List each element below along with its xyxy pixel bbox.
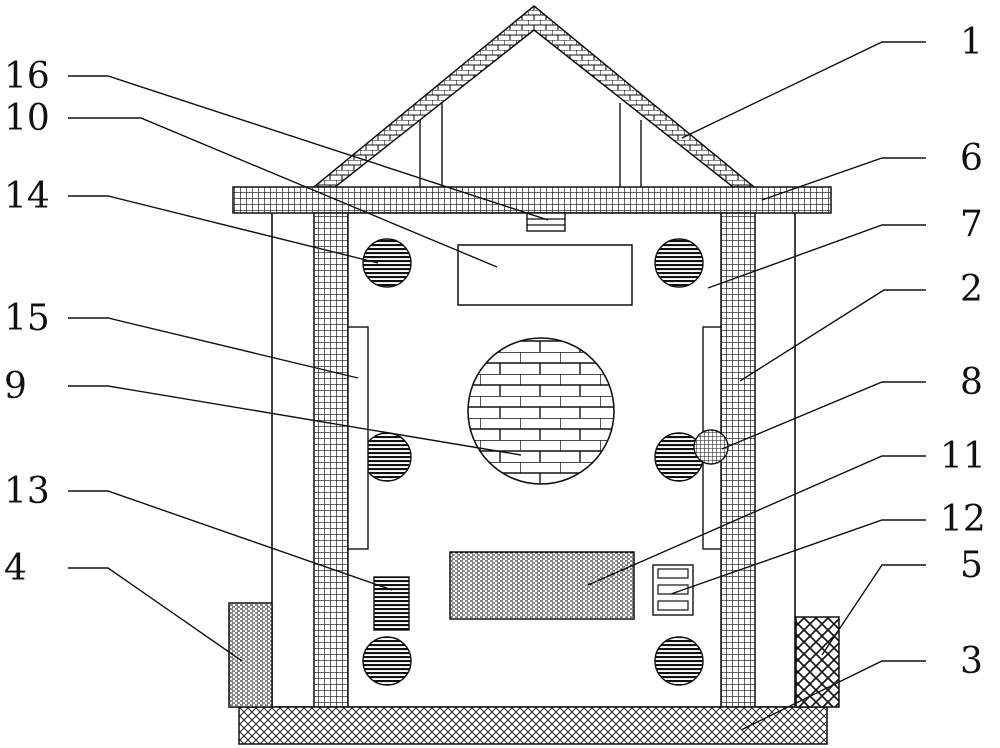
leader-13 [68,490,393,591]
label-2: 2 [960,269,983,310]
label-4: 4 [4,548,27,589]
leader-5 [821,564,926,656]
leader-12 [670,519,926,595]
grid-box [373,576,410,631]
top-beam [232,186,832,214]
leader-16 [68,75,549,221]
label-10: 10 [4,98,50,139]
door-lock [693,429,729,465]
leader-3 [740,660,926,731]
bolt [654,636,704,686]
bolt [362,432,412,482]
bolt [654,238,704,288]
left-block [228,602,273,708]
leader-10 [68,117,498,268]
leader-8 [721,381,926,450]
label-13: 13 [4,471,50,512]
leader-2 [739,289,926,382]
roof [311,5,757,188]
leader-11 [587,455,926,586]
bottom-panel [449,551,635,620]
label-8: 8 [960,362,983,403]
label-3: 3 [960,641,983,682]
label-5: 5 [960,545,983,586]
leader-15 [68,317,359,379]
label-14: 14 [4,176,50,217]
right-wall [720,212,756,708]
base-plate [238,706,828,745]
leader-1 [681,41,926,139]
label-7: 7 [960,204,983,245]
left-hinge-strip [347,326,369,550]
top-sensor [526,212,566,232]
bolt [362,636,412,686]
switch-box [652,564,694,616]
part-labels: 1 6 7 2 8 11 12 5 3 16 10 14 15 9 13 4 [4,22,986,682]
label-9: 9 [4,366,27,407]
leader-lines [68,41,926,731]
leader-9 [68,385,522,456]
bolt [362,238,412,288]
display-panel [457,244,633,306]
leader-6 [761,157,926,201]
label-11: 11 [940,436,986,477]
label-16: 16 [4,56,50,97]
leader-4 [68,567,243,662]
label-1: 1 [960,22,983,63]
label-15: 15 [4,298,50,339]
leader-14 [68,195,379,264]
right-block [795,616,840,708]
leader-7 [707,224,926,289]
vent-window [467,337,615,485]
bolts [362,238,704,686]
left-wall [313,212,349,708]
label-12: 12 [940,499,986,540]
label-6: 6 [960,138,983,179]
